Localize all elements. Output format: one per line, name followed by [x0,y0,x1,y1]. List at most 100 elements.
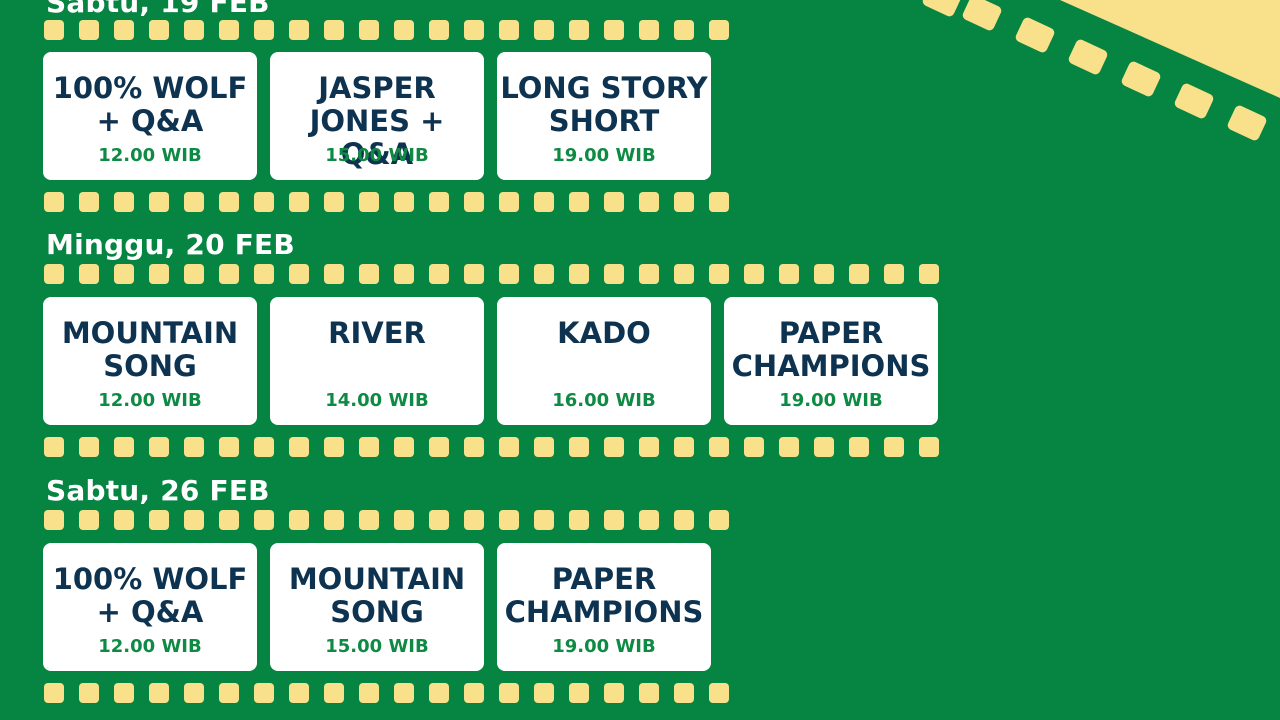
film-hole [779,437,799,457]
screening-card[interactable]: JASPER JONES + Q&A 15.00 WIB [270,52,484,180]
film-hole [324,264,344,284]
day-label: Sabtu, 26 FEB [46,474,270,507]
film-hole [464,683,484,703]
film-title: MOUNTAIN SONG [61,316,239,383]
film-hole [79,437,99,457]
film-hole [569,20,589,40]
day-label: Minggu, 20 FEB [46,228,295,261]
film-hole [639,683,659,703]
film-hole [709,510,729,530]
film-hole [499,437,519,457]
film-hole [44,510,64,530]
film-hole [79,264,99,284]
screening-card[interactable]: 100% WOLF + Q&A 12.00 WIB [43,543,257,671]
film-hole [639,510,659,530]
film-hole [674,437,694,457]
screening-card[interactable]: LONG STORY SHORT 19.00 WIB [497,52,711,180]
film-hole [429,20,449,40]
film-hole [604,437,624,457]
film-hole [464,264,484,284]
screening-card[interactable]: KADO 16.00 WIB [497,297,711,425]
film-hole [779,264,799,284]
film-hole [324,192,344,212]
screening-card[interactable]: RIVER 14.00 WIB [270,297,484,425]
film-hole [674,264,694,284]
screening-card[interactable]: 100% WOLF + Q&A 12.00 WIB [43,52,257,180]
film-hole [569,437,589,457]
film-hole [639,264,659,284]
film-hole [674,683,694,703]
film-hole [184,264,204,284]
film-hole [639,20,659,40]
film-title: PAPER CHAMPIONS [504,562,704,629]
film-hole [849,264,869,284]
film-title: KADO [557,316,651,350]
film-hole [289,192,309,212]
film-hole [219,437,239,457]
film-hole [149,683,169,703]
film-hole [394,264,414,284]
film-hole [114,264,134,284]
film-hole [464,20,484,40]
film-hole [499,192,519,212]
screening-time: 15.00 WIB [325,636,429,657]
film-hole [184,510,204,530]
screening-card[interactable]: PAPER CHAMPIONS 19.00 WIB [497,543,711,671]
film-hole [604,192,624,212]
film-hole [359,192,379,212]
day-label: Sabtu, 19 FEB [46,0,270,19]
film-title: LONG STORY SHORT [500,71,708,138]
film-hole [254,683,274,703]
film-hole [359,683,379,703]
film-hole [674,20,694,40]
film-hole [499,683,519,703]
screening-card[interactable]: MOUNTAIN SONG 12.00 WIB [43,297,257,425]
screening-time: 12.00 WIB [98,390,202,411]
film-title: JASPER JONES + Q&A [309,71,445,171]
film-hole [219,192,239,212]
film-holes-row [44,264,939,284]
film-hole [814,264,834,284]
film-hole [359,20,379,40]
film-hole [324,437,344,457]
film-hole [149,510,169,530]
film-hole [499,510,519,530]
film-hole [289,20,309,40]
screening-card[interactable]: PAPER CHAMPIONS 19.00 WIB [724,297,938,425]
film-hole [814,437,834,457]
film-holes-row [44,683,729,703]
screening-card[interactable]: MOUNTAIN SONG 15.00 WIB [270,543,484,671]
film-hole [289,264,309,284]
film-hole [674,192,694,212]
film-hole [324,20,344,40]
film-hole [114,192,134,212]
screening-time: 14.00 WIB [325,390,429,411]
film-hole [219,683,239,703]
film-hole [79,20,99,40]
film-hole [604,264,624,284]
film-hole [149,20,169,40]
film-hole [744,264,764,284]
film-hole [44,264,64,284]
film-hole [289,510,309,530]
film-hole [709,192,729,212]
film-hole [44,192,64,212]
film-hole [709,264,729,284]
film-hole [184,192,204,212]
film-holes-row [44,192,729,212]
film-hole [149,192,169,212]
film-hole [534,192,554,212]
film-hole [604,510,624,530]
film-hole [499,264,519,284]
screening-time: 12.00 WIB [98,636,202,657]
film-hole [464,437,484,457]
film-hole [184,683,204,703]
film-title: MOUNTAIN SONG [288,562,466,629]
film-hole [429,264,449,284]
film-hole [184,20,204,40]
film-hole [534,437,554,457]
film-holes-row [44,437,939,457]
film-hole [114,683,134,703]
film-hole [324,683,344,703]
film-hole [429,683,449,703]
